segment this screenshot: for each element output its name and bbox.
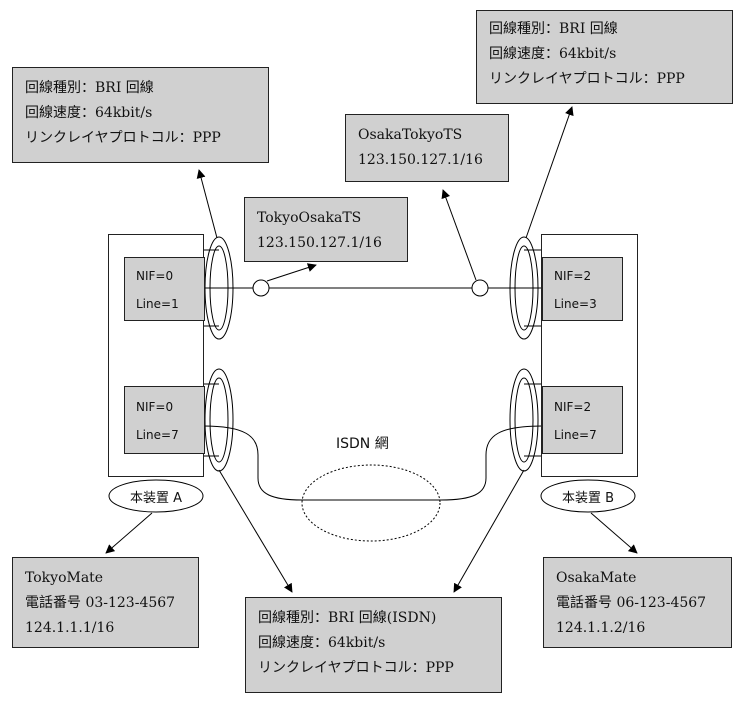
tokyo-mate-box: TokyoMate 電話番号 03-123-4567 124.1.1.1/16 <box>12 557 199 648</box>
nif-number: NIF=2 <box>554 400 592 414</box>
isdn-network-ellipse <box>301 464 441 542</box>
nif-b-top: NIF=2 Line=3 <box>542 257 623 321</box>
line-number: Line=7 <box>554 428 597 442</box>
device-a-label: 本装置 A <box>129 491 183 506</box>
mate-name: OsakaMate <box>556 570 637 586</box>
line-type-text: 回線種別：BRI 回線 <box>25 80 154 96</box>
nif-number: NIF=0 <box>136 269 174 283</box>
link-protocol-text: リンクレイヤプロトコル：PPP <box>258 660 454 676</box>
nif-number: NIF=0 <box>136 400 174 414</box>
link-protocol-text: リンクレイヤプロトコル：PPP <box>25 130 221 146</box>
device-a-label-ellipse <box>108 479 204 513</box>
osaka-mate-box: OsakaMate 電話番号 06-123-4567 124.1.1.2/16 <box>543 557 732 648</box>
line-type-text: 回線種別：BRI 回線 <box>489 21 618 37</box>
tokyo-osaka-ts-point <box>252 279 270 297</box>
tokyo-osaka-ts-box: TokyoOsakaTS 123.150.127.1/16 <box>244 197 408 262</box>
device-b-label: 本装置 B <box>561 491 615 506</box>
isdn-cable <box>202 425 543 501</box>
mate-phone: 電話番号 06-123-4567 <box>556 595 707 611</box>
coil-a-bottom-inner <box>209 377 229 463</box>
ts-address: 123.150.127.1/16 <box>358 152 483 168</box>
nif-a-top: NIF=0 Line=1 <box>124 257 205 321</box>
coil-b-bottom-inner <box>514 377 534 463</box>
osaka-tokyo-ts-point <box>471 279 489 297</box>
nif-number: NIF=2 <box>554 269 592 283</box>
ts-name: TokyoOsakaTS <box>257 210 362 226</box>
mate-phone: 電話番号 03-123-4567 <box>25 595 176 611</box>
coil-a-top-inner <box>209 245 229 331</box>
nif-a-bottom: NIF=0 Line=7 <box>124 386 205 454</box>
ts-address: 123.150.127.1/16 <box>257 235 382 251</box>
ts-name: OsakaTokyoTS <box>358 127 463 143</box>
line-info-box-isdn: 回線種別：BRI 回線(ISDN) 回線速度：64kbit/s リンクレイヤプロ… <box>245 597 502 693</box>
coil-b-top-inner <box>514 245 534 331</box>
line-speed-text: 回線速度：64kbit/s <box>25 105 153 121</box>
arrow-to-isdn-info-left <box>218 469 293 593</box>
coil-a-top-outer <box>204 236 234 340</box>
arrow-to-osaka-tokyo-ts <box>441 189 477 281</box>
nif-b-bottom: NIF=2 Line=7 <box>542 386 623 454</box>
line-number: Line=1 <box>136 297 179 311</box>
arrow-to-tokyo-osaka-ts <box>266 263 317 282</box>
line-info-box-b: 回線種別：BRI 回線 回線速度：64kbit/s リンクレイヤプロトコル：PP… <box>476 10 733 104</box>
line-type-text: 回線種別：BRI 回線(ISDN) <box>258 610 437 626</box>
link-protocol-text: リンクレイヤプロトコル：PPP <box>489 71 685 87</box>
line-speed-text: 回線速度：64kbit/s <box>489 46 617 62</box>
osaka-tokyo-ts-box: OsakaTokyoTS 123.150.127.1/16 <box>345 114 509 182</box>
coil-b-top-outer <box>509 236 539 340</box>
arrow-to-line-info-b <box>525 106 574 239</box>
device-b-label-ellipse <box>540 479 636 513</box>
isdn-network-label: ISDN 網 <box>336 436 389 452</box>
arrow-to-isdn-info-right <box>453 469 525 593</box>
line-speed-text: 回線速度：64kbit/s <box>258 635 386 651</box>
arrow-to-line-info-a <box>196 169 218 239</box>
line-info-box-a: 回線種別：BRI 回線 回線速度：64kbit/s リンクレイヤプロトコル：PP… <box>12 67 269 163</box>
line-number: Line=3 <box>554 297 597 311</box>
mate-address: 124.1.1.1/16 <box>25 620 115 636</box>
arrow-to-tokyo-mate <box>105 512 153 554</box>
line-number: Line=7 <box>136 428 179 442</box>
mate-address: 124.1.1.2/16 <box>556 620 646 636</box>
coil-a-bottom-outer <box>204 368 234 472</box>
arrow-to-osaka-mate <box>590 512 638 554</box>
mate-name: TokyoMate <box>25 570 104 586</box>
